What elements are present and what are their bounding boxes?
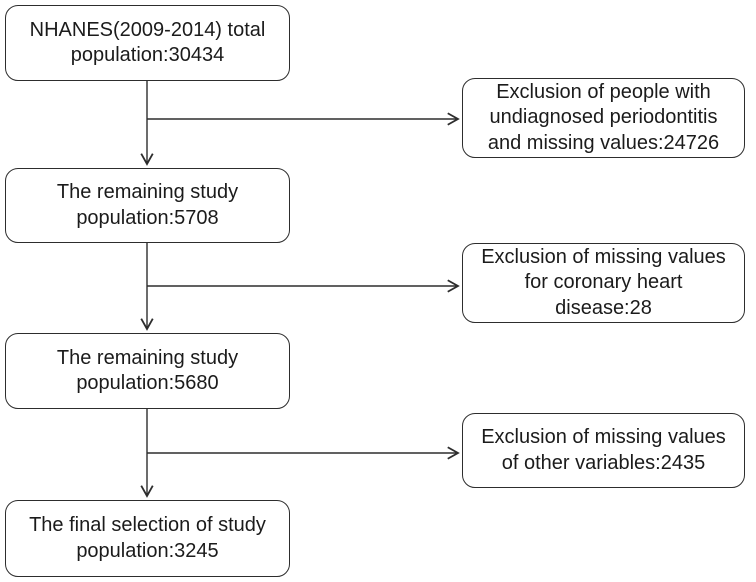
flow-node-remaining-5708: The remaining study population:5708 <box>5 168 290 243</box>
flow-node-exclusion-chd-missing: Exclusion of missing values for coronary… <box>462 243 745 323</box>
flow-node-label: Exclusion of missing values for coronary… <box>481 245 726 319</box>
flow-node-label: Exclusion of missing values of other var… <box>481 426 726 474</box>
flow-node-label: Exclusion of people with undiagnosed per… <box>487 80 720 154</box>
flow-node-exclusion-periodontitis-missing: Exclusion of people with undiagnosed per… <box>462 78 745 158</box>
flow-node-exclusion-other-variables: Exclusion of missing values of other var… <box>462 413 745 488</box>
flow-node-label: NHANES(2009-2014) total population:30434 <box>29 18 266 67</box>
flow-node-remaining-5680: The remaining study population:5680 <box>5 333 290 409</box>
flow-node-label: The final selection of study population:… <box>29 514 266 562</box>
flow-node-nhanes-total-population: NHANES(2009-2014) total population:30434 <box>5 5 290 81</box>
flow-node-label: The remaining study population:5680 <box>56 346 239 395</box>
flow-node-label: The remaining study population:5708 <box>56 181 239 229</box>
flow-node-final-selection: The final selection of study population:… <box>5 500 290 577</box>
